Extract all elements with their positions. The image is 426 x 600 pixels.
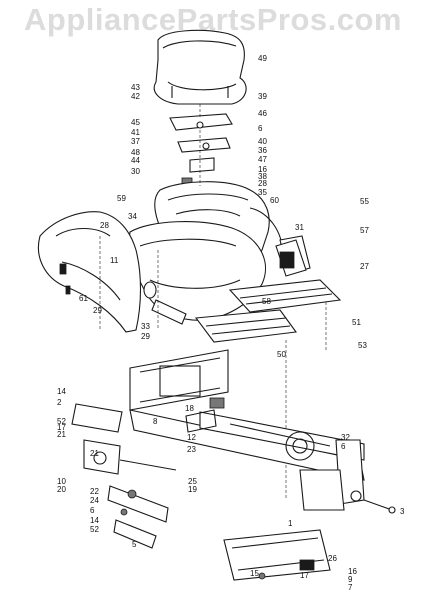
callout-3: 3 bbox=[400, 507, 405, 516]
callout-14: 14 bbox=[90, 516, 99, 525]
steering-console bbox=[275, 239, 307, 277]
callout-20: 20 bbox=[57, 485, 66, 494]
callout-9: 9 bbox=[348, 575, 353, 584]
callout-39: 39 bbox=[258, 92, 267, 101]
pivot-bolt bbox=[388, 506, 396, 514]
callout-58: 58 bbox=[262, 297, 271, 306]
callout-32: 32 bbox=[341, 433, 350, 442]
callout-59: 59 bbox=[117, 194, 126, 203]
callout-36: 36 bbox=[258, 146, 267, 155]
seat-bracket bbox=[169, 113, 233, 185]
callout-55: 55 bbox=[360, 197, 369, 206]
callout-43: 43 bbox=[131, 83, 140, 92]
callout-52: 52 bbox=[57, 417, 66, 426]
callout-17: 17 bbox=[57, 423, 66, 432]
callout-30: 30 bbox=[131, 167, 140, 176]
callout-18: 18 bbox=[185, 404, 194, 413]
callout-5: 5 bbox=[132, 540, 137, 549]
callout-21: 21 bbox=[90, 449, 99, 458]
callout-35: 35 bbox=[258, 188, 267, 197]
callout-28: 28 bbox=[258, 179, 267, 188]
callout-21: 21 bbox=[57, 430, 66, 439]
callout-45: 45 bbox=[131, 118, 140, 127]
callout-42: 42 bbox=[131, 92, 140, 101]
callout-17: 17 bbox=[300, 571, 309, 580]
callout-15: 15 bbox=[250, 569, 259, 578]
callout-40: 40 bbox=[258, 137, 267, 146]
pivot-rod bbox=[363, 499, 393, 511]
callout-27: 27 bbox=[360, 262, 369, 271]
callout-1: 1 bbox=[288, 519, 293, 528]
callout-41: 41 bbox=[131, 128, 140, 137]
callout-51: 51 bbox=[352, 318, 361, 327]
callout-24: 24 bbox=[90, 496, 99, 505]
callout-33: 33 bbox=[141, 322, 150, 331]
callout-7: 7 bbox=[348, 583, 353, 592]
callout-34: 34 bbox=[128, 212, 137, 221]
callout-6: 6 bbox=[341, 442, 346, 451]
callout-10: 10 bbox=[57, 477, 66, 486]
callout-29: 29 bbox=[93, 306, 102, 315]
callout-53: 53 bbox=[358, 341, 367, 350]
callout-6: 6 bbox=[258, 124, 263, 133]
callout-14: 14 bbox=[57, 387, 66, 396]
callout-37: 37 bbox=[131, 137, 140, 146]
callout-48: 48 bbox=[131, 148, 140, 157]
callout-29: 29 bbox=[141, 332, 150, 341]
callout-38: 38 bbox=[258, 172, 267, 181]
callout-8: 8 bbox=[153, 417, 158, 426]
fender-housing bbox=[128, 181, 311, 325]
callout-2: 2 bbox=[57, 398, 62, 407]
callout-44: 44 bbox=[131, 156, 140, 165]
axle-bracket bbox=[71, 403, 177, 549]
callout-16: 16 bbox=[348, 567, 357, 576]
main-frame bbox=[129, 349, 365, 511]
callout-16: 16 bbox=[258, 165, 267, 174]
callout-23: 23 bbox=[187, 445, 196, 454]
callout-52: 52 bbox=[90, 525, 99, 534]
callout-25: 25 bbox=[188, 477, 197, 486]
running-board bbox=[194, 279, 342, 350]
callout-49: 49 bbox=[258, 54, 267, 63]
callout-46: 46 bbox=[258, 109, 267, 118]
callout-26: 26 bbox=[328, 554, 337, 563]
callout-22: 22 bbox=[90, 487, 99, 496]
front-bumper bbox=[223, 529, 331, 581]
callout-50: 50 bbox=[277, 350, 286, 359]
callout-47: 47 bbox=[258, 155, 267, 164]
callout-28: 28 bbox=[100, 221, 109, 230]
callout-6: 6 bbox=[90, 506, 95, 515]
callout-57: 57 bbox=[360, 226, 369, 235]
callout-19: 19 bbox=[188, 485, 197, 494]
callout-61: 61 bbox=[79, 294, 88, 303]
seat bbox=[153, 29, 247, 105]
callout-12: 12 bbox=[187, 433, 196, 442]
callout-31: 31 bbox=[295, 223, 304, 232]
callout-60: 60 bbox=[270, 196, 279, 205]
side-panel bbox=[37, 211, 142, 333]
callout-11: 11 bbox=[110, 256, 119, 265]
